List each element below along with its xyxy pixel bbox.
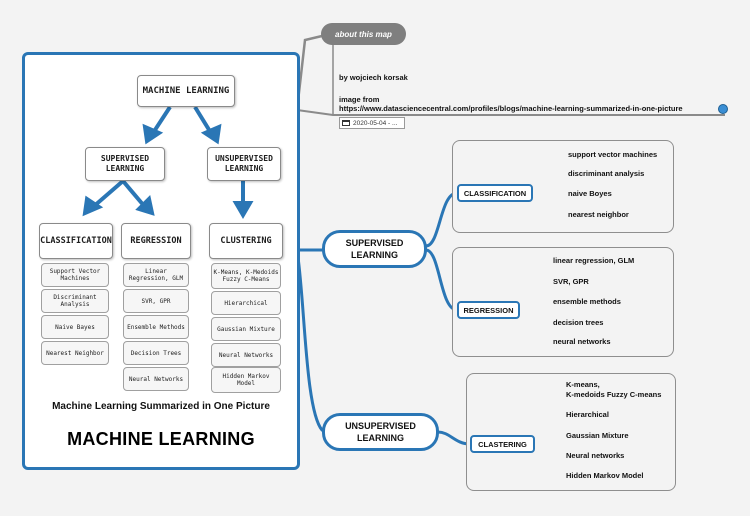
picture-class-item-label: Support Vector Machines (49, 268, 101, 282)
subtopic-classification[interactable]: CLASSIFICATION (457, 184, 533, 202)
picture-reg-item: Decision Trees (123, 341, 189, 365)
leaf-k-means[interactable]: K-means,K-medoids Fuzzy C-means (566, 380, 661, 400)
picture-supervised-line1: SUPERVISED (100, 154, 150, 163)
picture-clust-item: K-Means, K-Medoids Fuzzy C-Means (211, 263, 281, 289)
picture-clust-item: Gaussian Mixture (211, 317, 281, 341)
author-note: by wojciech korsak (339, 73, 408, 82)
calendar-icon (342, 120, 350, 126)
topic-unsupervised-line2: LEARNING (356, 433, 404, 443)
group-clustering (466, 373, 676, 491)
leaf-discriminant-analysis[interactable]: discriminant analysis (568, 169, 645, 178)
picture-reg-item-label: Neural Networks (128, 375, 184, 383)
subtopic-clastering[interactable]: CLASTERING (470, 435, 535, 453)
picture-node-regression: REGRESSION (121, 223, 191, 259)
picture-clust-item-label: Neural Networks (218, 351, 274, 359)
picture-clust-item: Neural Networks (211, 343, 281, 367)
picture-clust-item-label: Hierarchical (224, 299, 268, 307)
picture-subtitle: Machine Learning Summarized in One Pictu… (52, 401, 270, 412)
subtopic-regression-label: REGRESSION (463, 305, 514, 315)
about-this-map-button[interactable]: about this map (321, 23, 406, 45)
picture-reg-item-label: SVR, GPR (141, 297, 171, 305)
picture-class-item-label: Naive Bayes (55, 323, 95, 331)
leaf-ensemble-methods[interactable]: ensemble methods (553, 297, 621, 306)
picture-node-machine-learning-label: MACHINE LEARNING (142, 86, 230, 96)
picture-class-item: Naive Bayes (41, 315, 109, 339)
picture-class-item: Support Vector Machines (41, 263, 109, 287)
source-link[interactable]: https://www.datasciencecentral.com/profi… (339, 104, 683, 113)
picture-class-item-label: Discriminant Analysis (53, 294, 97, 308)
picture-clust-item-label: Hidden Markov Model (222, 373, 270, 387)
topic-supervised-line1: SUPERVISED (345, 238, 404, 248)
picture-clust-item: Hierarchical (211, 291, 281, 315)
picture-supervised-line2: LEARNING (105, 164, 145, 173)
leaf-hierarchical[interactable]: Hierarchical (566, 410, 609, 419)
picture-reg-item: Linear Regression, GLM (123, 263, 189, 287)
picture-arrows (82, 105, 254, 219)
picture-reg-item: Ensemble Methods (123, 315, 189, 339)
leaf-support-vector-machines[interactable]: support vector machines (568, 150, 658, 159)
topic-unsupervised-line1: UNSUPERVISED (345, 421, 416, 431)
leaf-k-means-line1: K-means, (566, 380, 600, 389)
leaf-k-means-line2: K-medoids Fuzzy C-means (566, 390, 662, 399)
leaf-nearest-neighbor[interactable]: nearest neighbor (568, 210, 629, 219)
topic-unsupervised-learning[interactable]: UNSUPERVISED LEARNING (322, 413, 439, 451)
leaf-linear-regression[interactable]: linear regression, GLM (553, 256, 635, 265)
leaf-neural-networks[interactable]: neural networks (553, 337, 611, 346)
picture-regression-label: REGRESSION (130, 236, 182, 246)
picture-node-classification: CLASSIFICATION (39, 223, 113, 259)
leaf-decision-trees[interactable]: decision trees (553, 318, 604, 327)
subtopic-classification-label: CLASSIFICATION (463, 188, 527, 198)
picture-node-clustering: CLUSTERING (209, 223, 283, 259)
date-value: 2020-05-04 - ... (353, 119, 398, 127)
picture-class-item: Nearest Neighbor (41, 341, 109, 365)
picture-reg-item-label: Decision Trees (130, 349, 182, 357)
topic-supervised-line2: LEARNING (350, 250, 398, 260)
picture-unsupervised-line2: LEARNING (224, 164, 264, 173)
globe-icon[interactable] (718, 104, 728, 114)
picture-clust-item: Hidden Markov Model (211, 367, 281, 393)
picture-reg-item: Neural Networks (123, 367, 189, 391)
picture-reg-item-label: Linear Regression, GLM (128, 268, 184, 282)
leaf-gaussian-mixture[interactable]: Gaussian Mixture (566, 431, 629, 440)
picture-title: MACHINE LEARNING (67, 429, 255, 449)
picture-clust-item-label: Gaussian Mixture (217, 325, 275, 333)
picture-node-machine-learning: MACHINE LEARNING (137, 75, 235, 107)
subtopic-clastering-label: CLASTERING (478, 439, 527, 449)
picture-clustering-label: CLUSTERING (220, 236, 272, 246)
leaf-hidden-markov-model[interactable]: Hidden Markov Model (566, 471, 644, 480)
leaf-naive-boyes[interactable]: naive Boyes (568, 189, 612, 198)
date-field[interactable]: 2020-05-04 - ... (339, 117, 405, 129)
topic-supervised-learning[interactable]: SUPERVISED LEARNING (322, 230, 427, 268)
image-from-label: image from (339, 95, 380, 104)
about-this-map-label: about this map (335, 29, 392, 39)
picture-classification-label: CLASSIFICATION (40, 236, 112, 246)
picture-class-item: Discriminant Analysis (41, 289, 109, 313)
picture-clust-item-label: K-Means, K-Medoids Fuzzy C-Means (213, 269, 279, 283)
picture-reg-item-label: Ensemble Methods (127, 323, 185, 331)
leaf-svr-gpr[interactable]: SVR, GPR (553, 277, 589, 286)
picture-reg-item: SVR, GPR (123, 289, 189, 313)
picture-unsupervised-line1: UNSUPERVISED (215, 154, 273, 163)
picture-class-item-label: Nearest Neighbor (46, 349, 104, 357)
leaf-neural-networks-clustering[interactable]: Neural networks (566, 451, 625, 460)
subtopic-regression[interactable]: REGRESSION (457, 301, 520, 319)
